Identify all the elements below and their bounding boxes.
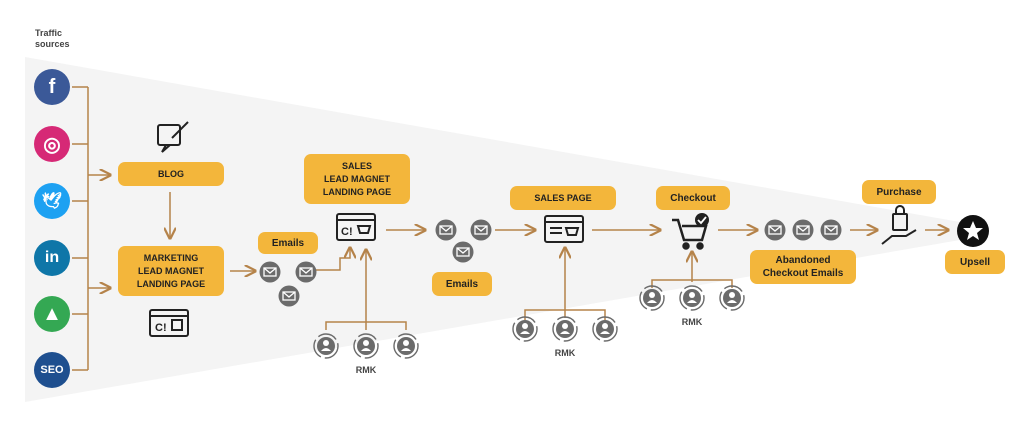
user-retarget-icon [353,333,379,359]
checkout-cart-icon [672,213,709,250]
rmk-label: RMK [355,365,377,375]
checkout-box: Checkout [656,186,730,210]
upsell-star-icon [957,215,989,247]
email-icon [278,285,300,307]
funnel-shape [25,57,960,402]
source-connectors [72,86,948,371]
blog-edit-icon [157,121,189,153]
landing-page-icon: C! [149,309,189,337]
seo-icon: SEO [34,352,70,388]
svg-text:C!: C! [341,226,353,238]
user-retarget-icon [512,316,538,342]
user-retarget-icon [679,285,705,311]
email-icon [820,219,842,241]
user-retarget-icon [592,316,618,342]
traffic-sources-label: Traffic sources [35,28,70,49]
rmk-label: RMK [554,348,576,358]
purchase-bag-icon [881,205,917,245]
google-ads-icon: ▲ [34,296,70,332]
user-retarget-icon [719,285,745,311]
rmk-label: RMK [681,317,703,327]
user-retarget-icon [393,333,419,359]
purchase-box: Purchase [862,180,936,204]
email-icon [764,219,786,241]
email-icon [435,219,457,241]
upsell-box: Upsell [945,250,1005,274]
blog-box: BLOG [118,162,224,186]
instagram-icon: ◎ [34,126,70,162]
facebook-icon: f [34,69,70,105]
user-retarget-icon [552,316,578,342]
email-icon [295,261,317,283]
emails-box-2: Emails [432,272,492,296]
email-icon [470,219,492,241]
user-retarget-icon [639,285,665,311]
sales-lead-cart-icon: C! [336,213,376,241]
email-icon [452,241,474,263]
sales-page-box: SALES PAGE [510,186,616,210]
email-icon [792,219,814,241]
marketing-landing-box: MARKETING LEAD MAGNET LANDING PAGE [118,246,224,296]
sales-lead-landing-box: SALES LEAD MAGNET LANDING PAGE [304,154,410,204]
svg-text:C!: C! [155,322,167,334]
email-icon [259,261,281,283]
abandoned-checkout-emails-box: Abandoned Checkout Emails [750,250,856,284]
emails-box-1: Emails [258,232,318,254]
sales-page-icon [544,215,584,243]
twitter-icon: 🕊 [34,183,70,219]
linkedin-icon: in [34,240,70,276]
user-retarget-icon [313,333,339,359]
